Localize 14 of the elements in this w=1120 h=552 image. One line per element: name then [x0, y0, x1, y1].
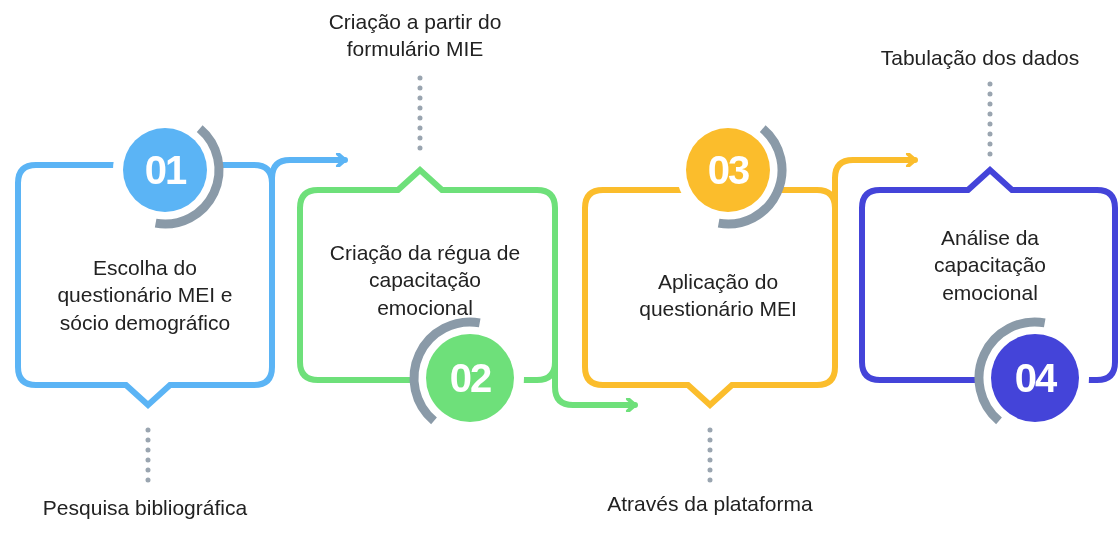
step-text: Escolha do questionário MEI e sócio demográfico — [56, 255, 234, 336]
step-number: 02 — [449, 358, 491, 398]
step-number: 03 — [707, 150, 749, 190]
step-number: 01 — [144, 150, 186, 190]
dotted-connector — [707, 427, 713, 485]
note-text: Pesquisa bibliográfica — [5, 494, 285, 522]
step-text: Criação da régua de capacitação emocional — [328, 240, 522, 321]
note-text: Criação a partir do formulário MIE — [290, 8, 540, 63]
step-text: Aplicação do questionário MEI — [638, 268, 798, 322]
note-text: Tabulação dos dados — [840, 44, 1120, 72]
dotted-connector — [987, 81, 993, 158]
note-text: Através da plataforma — [560, 490, 860, 518]
step-number: 04 — [1014, 358, 1056, 398]
step-text: Análise da capacitação emocional — [932, 225, 1048, 306]
